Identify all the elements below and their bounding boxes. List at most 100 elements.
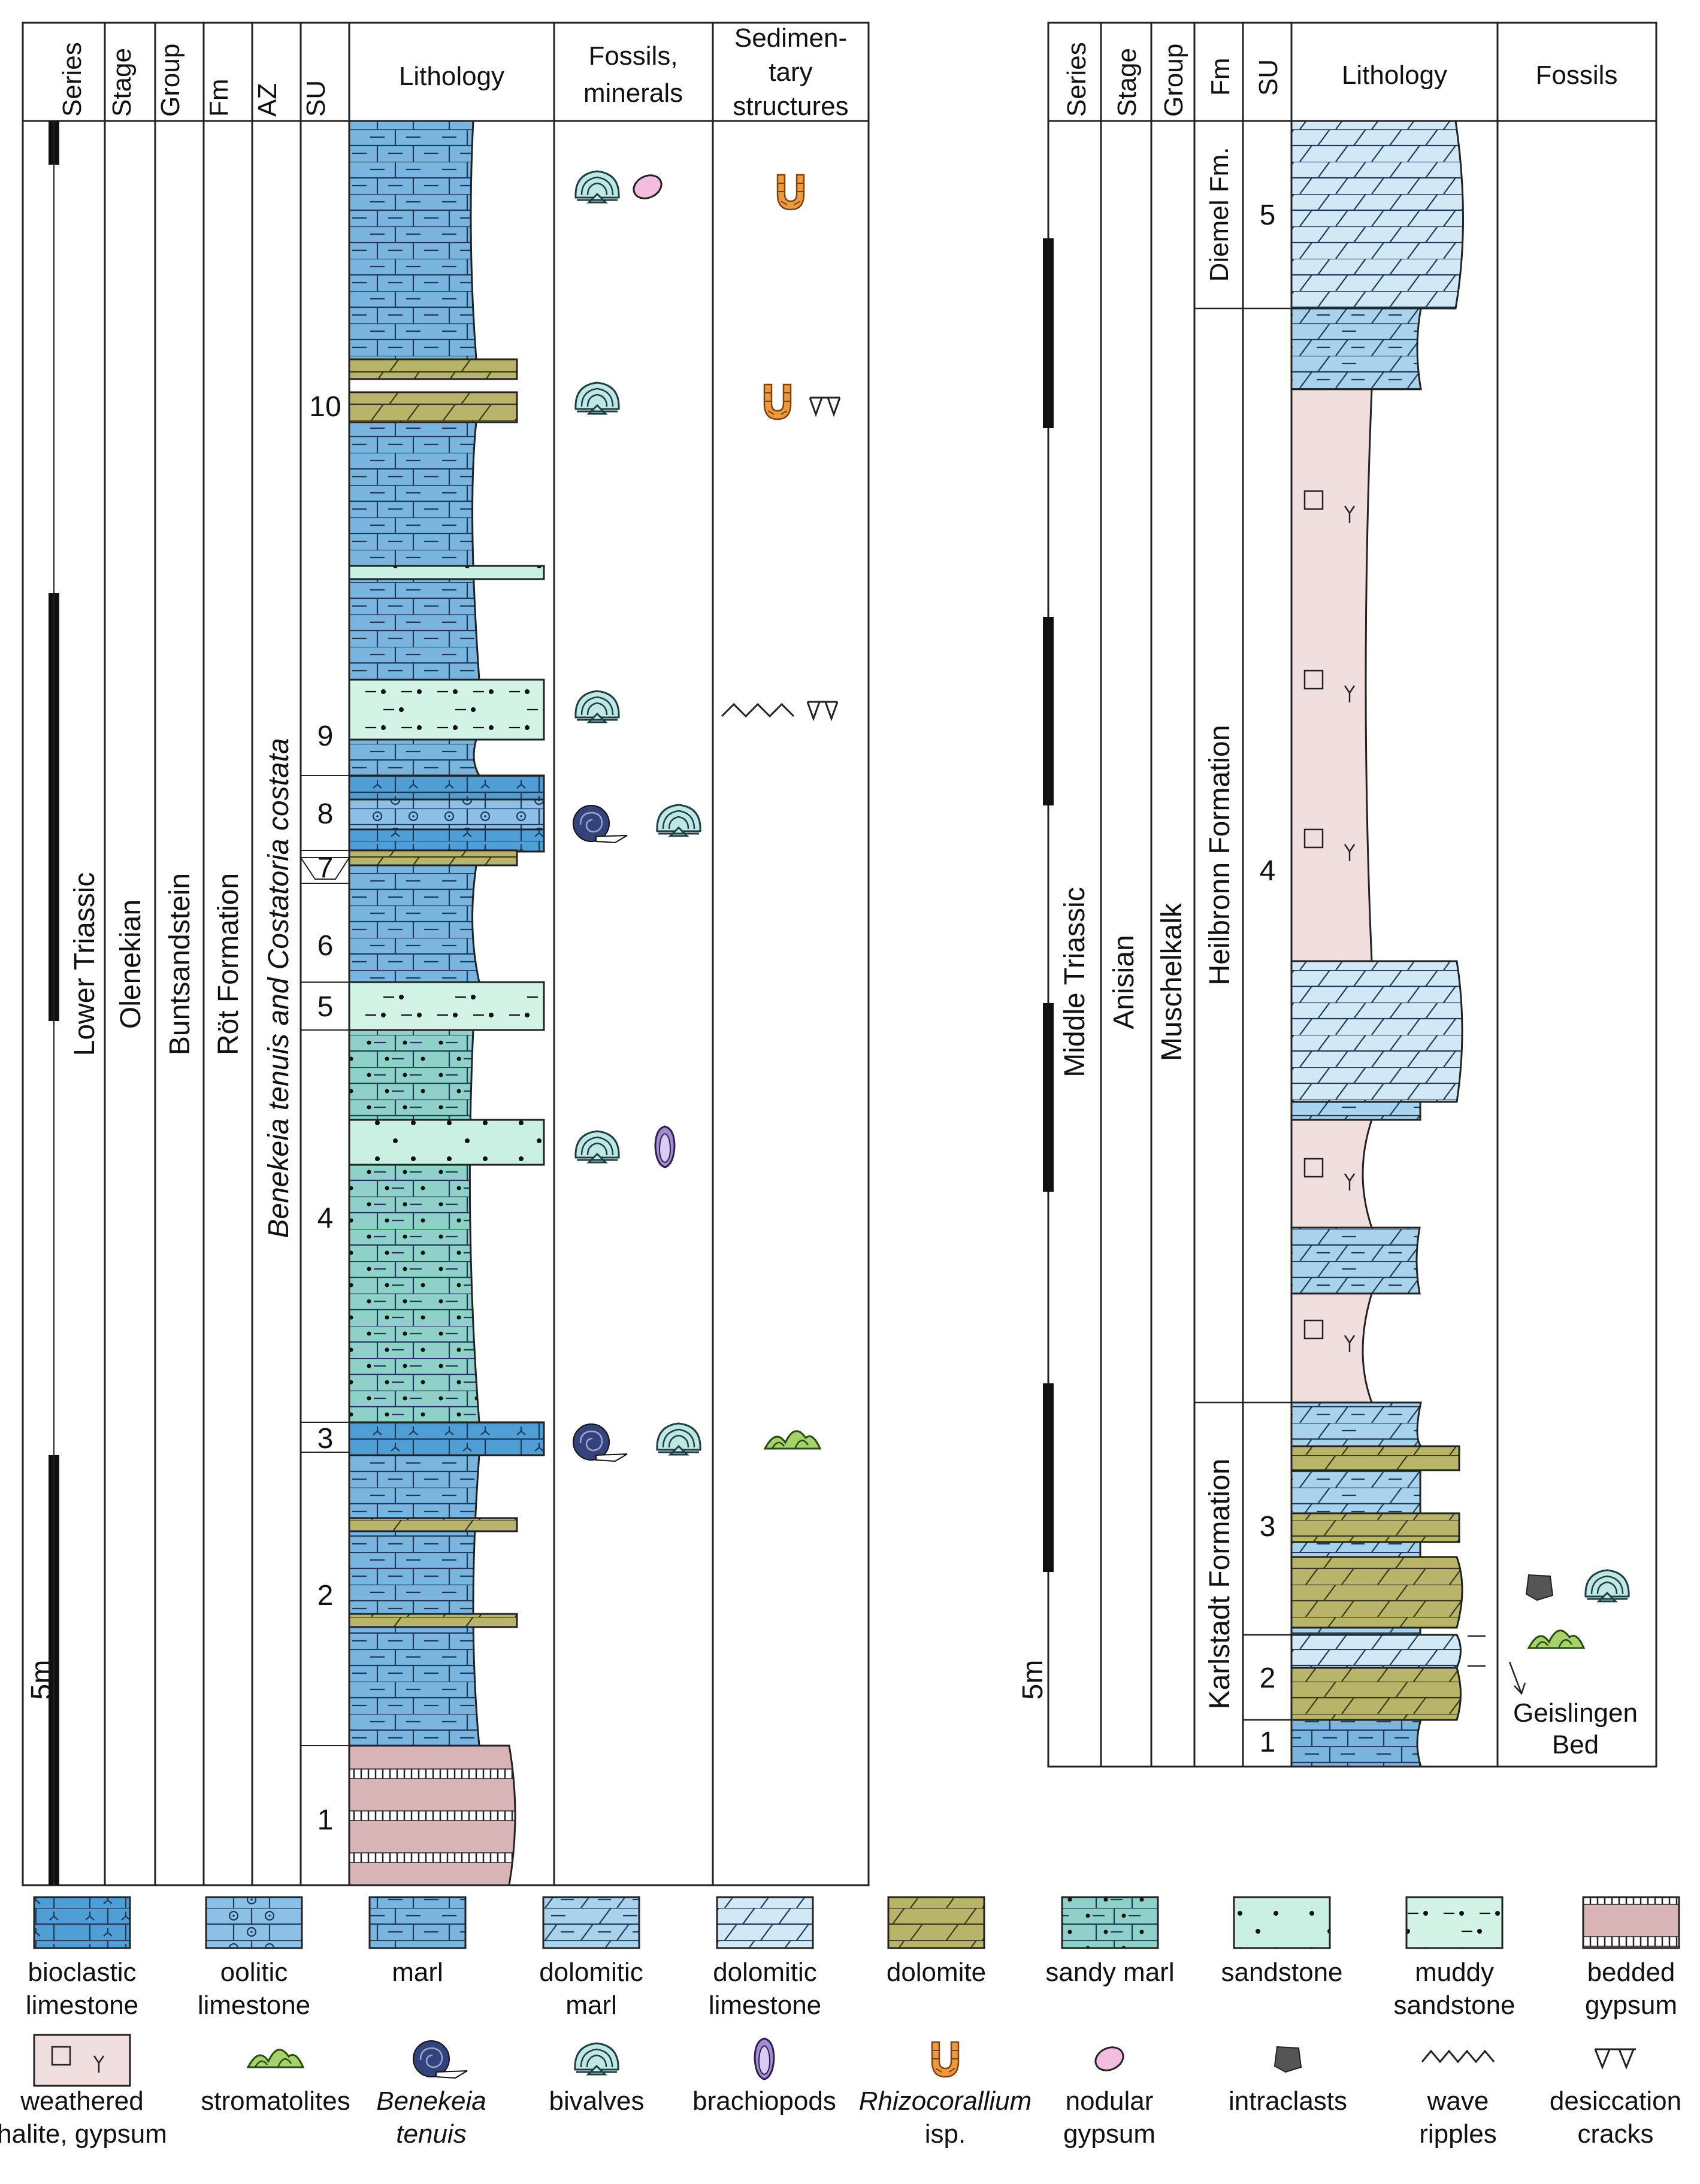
su-9: 9 xyxy=(317,720,334,752)
legend-label-dolomitic-marl-1: marl xyxy=(565,1991,617,2020)
left-sedimentary-icons xyxy=(721,174,841,1450)
right-unit-numbers: 5 4 3 2 1 xyxy=(1260,199,1276,1758)
header-su: SU xyxy=(301,80,331,117)
legend-label-nodular-gypsum-0: nodular xyxy=(1066,2086,1154,2116)
legend-label-nodular-gypsum-1: gypsum xyxy=(1063,2119,1155,2149)
right-fossil-icons xyxy=(1526,1569,1630,1649)
legend-item-oolitic-limestone: oolitic limestone xyxy=(198,1896,310,2020)
left-vertical-labels: Lower Triassic Olenekian Buntsandstein R… xyxy=(26,738,295,1700)
geislingen-label: Geislingen Bed xyxy=(1513,1698,1638,1759)
legend-item-brachiopods: brachiopods xyxy=(692,2037,836,2116)
legend-label-brachiopods-0: brachiopods xyxy=(692,2086,836,2116)
legend-label-wave-ripples-1: ripples xyxy=(1419,2119,1497,2149)
group-label: Buntsandstein xyxy=(164,873,196,1055)
legend-label-dolomitic-limestone-1: limestone xyxy=(709,1991,821,2020)
legend-label-benekeia-tenuis-1: tenuis xyxy=(396,2119,466,2149)
legend-swatch-oolitic-limestone xyxy=(205,1896,303,1949)
legend-label-sandy-marl-0: sandy marl xyxy=(1045,1958,1174,1987)
legend-halite-square xyxy=(51,2046,71,2066)
su-1: 1 xyxy=(317,1804,334,1836)
legend-label-desiccation-cracks-0: desiccation xyxy=(1550,2086,1681,2116)
legend-label-desiccation-cracks-1: cracks xyxy=(1577,2119,1653,2149)
su-6: 6 xyxy=(317,930,334,962)
legend-swatch-bioclastic-limestone xyxy=(33,1896,131,1949)
r-stage-label: Anisian xyxy=(1108,935,1140,1029)
legend-label-dolomitic-marl-0: dolomitic xyxy=(539,1958,643,1987)
header-sed-2: tary xyxy=(769,57,812,87)
header-az: AZ xyxy=(253,83,282,117)
legend-label-sandstone-0: sandstone xyxy=(1221,1958,1342,1987)
legend-icon-rhizocorallium xyxy=(931,2041,960,2078)
legend-label-muddy-sandstone-0: muddy xyxy=(1415,1958,1494,1987)
legend-label-dolomitic-limestone-0: dolomitic xyxy=(713,1958,817,1987)
su-2: 2 xyxy=(317,1580,334,1612)
legend-item-dolomitic-limestone: dolomitic limestone xyxy=(709,1896,821,2020)
header-fm: Fm xyxy=(204,78,234,117)
left-section: Series Stage Group Fm AZ SU Lithology Fo… xyxy=(22,22,870,1886)
legend-icon-wave-ripples xyxy=(1421,2049,1495,2064)
legend-swatch-dolomite xyxy=(887,1896,985,1949)
legend-icon-bivalves xyxy=(574,2042,619,2076)
right-lithology-column xyxy=(1290,120,1464,1768)
legend-icon-nodular-gypsum xyxy=(1091,2042,1128,2076)
legend-swatch-dolomitic-limestone xyxy=(716,1896,814,1949)
legend-label-oolitic-limestone-0: oolitic xyxy=(220,1958,288,1987)
r-su-1: 1 xyxy=(1260,1726,1276,1758)
legend-label-weathered-halite-gypsum-0: weathered xyxy=(20,2086,143,2116)
legend-label-bivalves-0: bivalves xyxy=(549,2086,645,2116)
right-vertical-labels: Middle Triassic Anisian Muschelkalk Diem… xyxy=(1017,147,1236,1710)
legend-icon-brachiopods xyxy=(754,2037,775,2080)
r-group-label: Muschelkalk xyxy=(1156,902,1188,1061)
series-label: Lower Triassic xyxy=(69,873,101,1056)
r-header-fossils: Fossils xyxy=(1536,60,1618,90)
legend-icon-benekeia-tenuis xyxy=(412,2040,468,2079)
r-su-4: 4 xyxy=(1260,855,1276,887)
fm-karlstadt: Karlstadt Formation xyxy=(1204,1459,1236,1710)
r-header-group: Group xyxy=(1159,44,1188,117)
legend-label-benekeia-tenuis-0: Benekeia xyxy=(376,2086,486,2116)
r-header-su: SU xyxy=(1254,59,1283,96)
legend-swatch-sandstone xyxy=(1233,1896,1331,1949)
su-10: 10 xyxy=(309,391,341,423)
left-header-labels: Series Stage Group Fm AZ SU Lithology Fo… xyxy=(58,23,849,121)
legend-item-bivalves: bivalves xyxy=(549,2042,645,2116)
su-3: 3 xyxy=(317,1423,334,1455)
legend-swatch-dolomitic-marl xyxy=(542,1896,640,1949)
legend-label-bioclastic-limestone-0: bioclastic xyxy=(28,1958,137,1987)
header-fossils-1: Fossils, xyxy=(588,41,677,71)
legend-label-rhizocorallium-1: isp. xyxy=(925,2119,966,2149)
legend-label-stromatolites-0: stromatolites xyxy=(201,2086,350,2116)
header-stage: Stage xyxy=(107,48,137,117)
stage-label: Olenekian xyxy=(115,899,147,1029)
fm-diemel: Diemel Fm. xyxy=(1205,147,1234,282)
right-section: Series Stage Group Fm SU Lithology Fossi… xyxy=(1017,22,1657,1768)
legend-label-oolitic-limestone-1: limestone xyxy=(198,1991,310,2020)
legend-label-dolomite-0: dolomite xyxy=(887,1958,986,1987)
header-sed-3: structures xyxy=(733,92,848,121)
legend-icon-desiccation-cracks xyxy=(1594,2048,1636,2070)
legend-item-marl: marl xyxy=(368,1896,467,1987)
legend-swatch-marl xyxy=(368,1896,467,1949)
legend-label-rhizocorallium-0: Rhizocorallium xyxy=(859,2086,1032,2116)
header-lithology: Lithology xyxy=(399,62,504,91)
left-unit-numbers: 10 9 8 7 6 5 4 3 2 1 xyxy=(309,391,341,1836)
r-su-2: 2 xyxy=(1260,1662,1276,1694)
svg-text:Bed: Bed xyxy=(1552,1730,1599,1759)
fm-heilbronn: Heilbronn Formation xyxy=(1204,725,1236,986)
su-4: 4 xyxy=(317,1202,334,1234)
scale-label: 5m xyxy=(26,1660,58,1700)
legend-item-intraclasts: intraclasts xyxy=(1229,2046,1347,2116)
formation-label: Röt Formation xyxy=(213,873,244,1055)
legend-label-marl-0: marl xyxy=(392,1958,443,1987)
legend-label-bedded-gypsum-1: gypsum xyxy=(1585,1991,1677,2020)
legend-label-bedded-gypsum-0: bedded xyxy=(1587,1958,1675,1987)
r-header-stage: Stage xyxy=(1112,48,1142,117)
